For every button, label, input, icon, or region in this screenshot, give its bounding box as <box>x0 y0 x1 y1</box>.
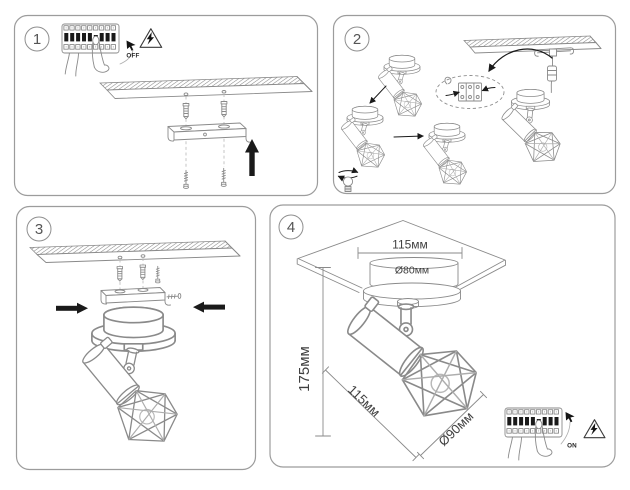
panel-step-2: 2 <box>332 14 617 195</box>
inward-arrow-left <box>56 302 88 314</box>
dimension-total-height: 175мм <box>296 267 331 437</box>
inward-arrow-right <box>193 301 225 313</box>
locking-screw <box>166 293 182 300</box>
step-number-badge: 1 <box>24 26 50 52</box>
panel-border <box>13 14 319 197</box>
cable-curve <box>560 421 571 445</box>
step-number: 3 <box>35 221 43 238</box>
step-number-badge: 2 <box>344 26 370 52</box>
wall-anchor-icon <box>182 103 190 120</box>
ceiling-plank <box>463 35 602 54</box>
dimension-canopy-width: 115мм <box>357 238 463 259</box>
cable-curve <box>119 49 134 65</box>
ceiling-plank <box>29 240 241 263</box>
dimension-canopy-diameter: Ø80мм <box>395 265 429 277</box>
svg-text:115мм: 115мм <box>392 238 428 252</box>
step-arrow <box>393 132 424 140</box>
ceiling-plank <box>99 76 313 99</box>
step-number: 2 <box>353 31 361 48</box>
step-number: 4 <box>287 219 295 236</box>
bracket-and-connector <box>534 47 575 93</box>
light-bulb-icon <box>342 176 354 192</box>
mounting-bracket <box>100 287 171 306</box>
wiring-detail-ellipse <box>435 75 505 109</box>
ceiling-tile <box>296 220 506 293</box>
panel-step-1: 1 OFF <box>13 14 319 197</box>
up-arrow <box>245 139 259 176</box>
canopy <box>363 257 461 309</box>
wire-connector <box>547 65 557 82</box>
panel-step-4: 4 115мм Ø80мм 175мм <box>269 204 616 468</box>
wall-anchor-icon <box>139 264 147 280</box>
svg-text:175мм: 175мм <box>296 346 313 392</box>
step-number-badge: 3 <box>26 216 52 242</box>
power-off-label: OFF <box>126 53 139 60</box>
power-on-label: ON <box>567 443 577 450</box>
wall-anchor-icon <box>220 101 228 118</box>
step-arrow <box>369 85 387 104</box>
panel-step-3: 3 <box>15 205 257 471</box>
step-number-badge: 4 <box>278 214 304 240</box>
wall-anchor-icon <box>116 266 124 282</box>
step-number: 1 <box>33 31 41 48</box>
curved-arrow <box>488 48 553 72</box>
panel-border <box>269 204 616 468</box>
mounting-bracket <box>167 122 252 143</box>
